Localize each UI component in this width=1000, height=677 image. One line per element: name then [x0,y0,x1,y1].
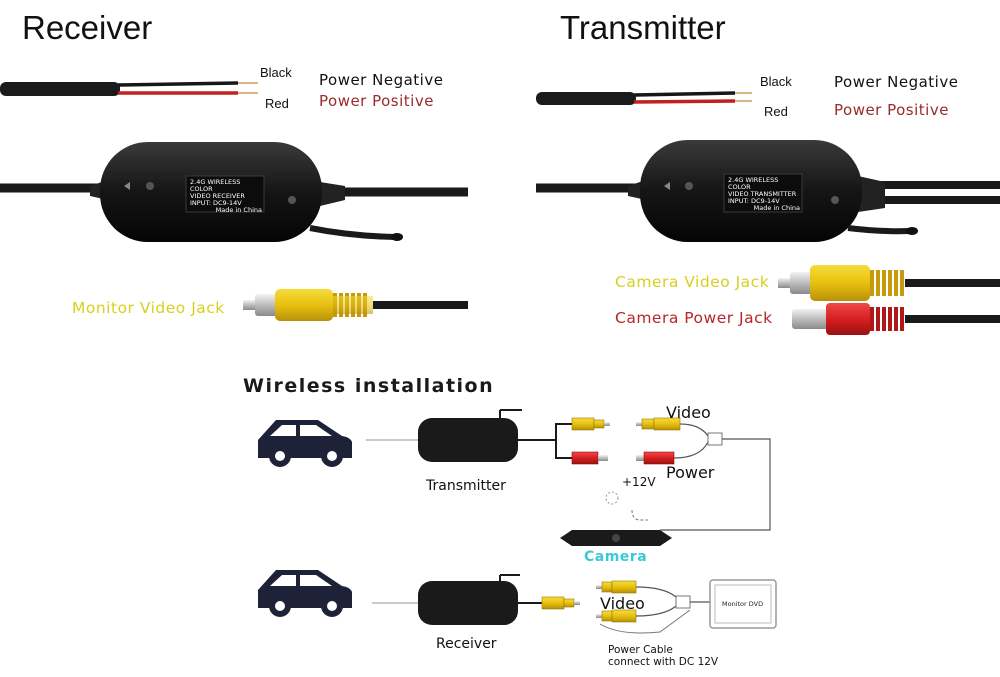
car-icon [258,420,352,467]
module-label-line: Made in China [215,206,262,214]
receiver-power-negative-label: Power Negative [319,71,444,89]
receiver-icon [418,574,542,625]
camera-power-jack-label: Camera Power Jack [615,309,773,327]
monitor-rca-plug [243,289,468,321]
receiver-caption: Receiver [436,636,497,652]
monitor-video-jack-label: Monitor Video Jack [72,299,225,317]
transmitter-power-plug [571,451,608,465]
module-label-line: INPUT: DC9-14V [728,197,780,205]
monitor-cable-plugs [596,580,712,634]
transmitter-red-wire-label: Red [764,104,788,119]
receiver-red-wire-label: Red [265,96,289,111]
camera-video-rca-plug [778,265,1000,301]
power-cable-line: Power Cable [608,644,673,656]
car-icon [258,570,352,617]
receiver-power-positive-label: Power Positive [319,92,434,110]
module-label-line: VIDEO RECEIVER [190,192,245,200]
module-label-line: Made in China [753,204,800,212]
transmitter-power-wires [536,91,752,105]
installation-title: Wireless installation [243,375,495,397]
video-label-top: Video [666,403,711,422]
transmitter-module [536,140,1000,242]
camera-label: Camera [584,549,648,565]
transmitter-caption: Transmitter [426,478,506,494]
module-label-line: 2.4G WIRELESS COLOR [728,176,779,191]
receiver-module-label: 2.4G WIRELESS COLOR VIDEO RECEIVER INPUT… [190,179,262,214]
transmitter-header: Transmitter [560,9,726,46]
power-cable-label: Power Cable connect with DC 12V [608,644,718,668]
transmitter-power-negative-label: Power Negative [834,73,959,91]
module-label-line: VIDEO TRANSMITTER [728,190,797,198]
video-label-bottom: Video [600,594,645,613]
camera-cable-junction [605,423,771,531]
monitor-dvd-label: Monitor DVD [722,600,764,608]
receiver-video-plug [541,596,580,610]
module-label-line: 2.4G WIRELESS COLOR [190,178,241,193]
camera-video-jack-label: Camera Video Jack [615,273,770,291]
power-label: Power [666,463,715,482]
transmitter-module-label: 2.4G WIRELESS COLOR VIDEO TRANSMITTER IN… [728,177,800,212]
module-label-line: INPUT: DC9-14V [190,199,242,207]
camera-bar-icon [560,530,672,546]
transmitter-icon [418,409,572,462]
receiver-header: Receiver [22,9,153,46]
receiver-power-wires [0,81,258,96]
receiver-module [0,142,468,242]
power-cable-line: connect with DC 12V [608,656,719,668]
transmitter-video-plug [571,417,610,431]
transmitter-power-positive-label: Power Positive [834,101,949,119]
transmitter-black-wire-label: Black [760,74,792,89]
monitor-dvd-icon [709,579,777,629]
receiver-black-wire-label: Black [260,65,292,80]
plus-12v-label: +12V [622,475,656,489]
camera-power-dc-plug [792,303,1000,335]
